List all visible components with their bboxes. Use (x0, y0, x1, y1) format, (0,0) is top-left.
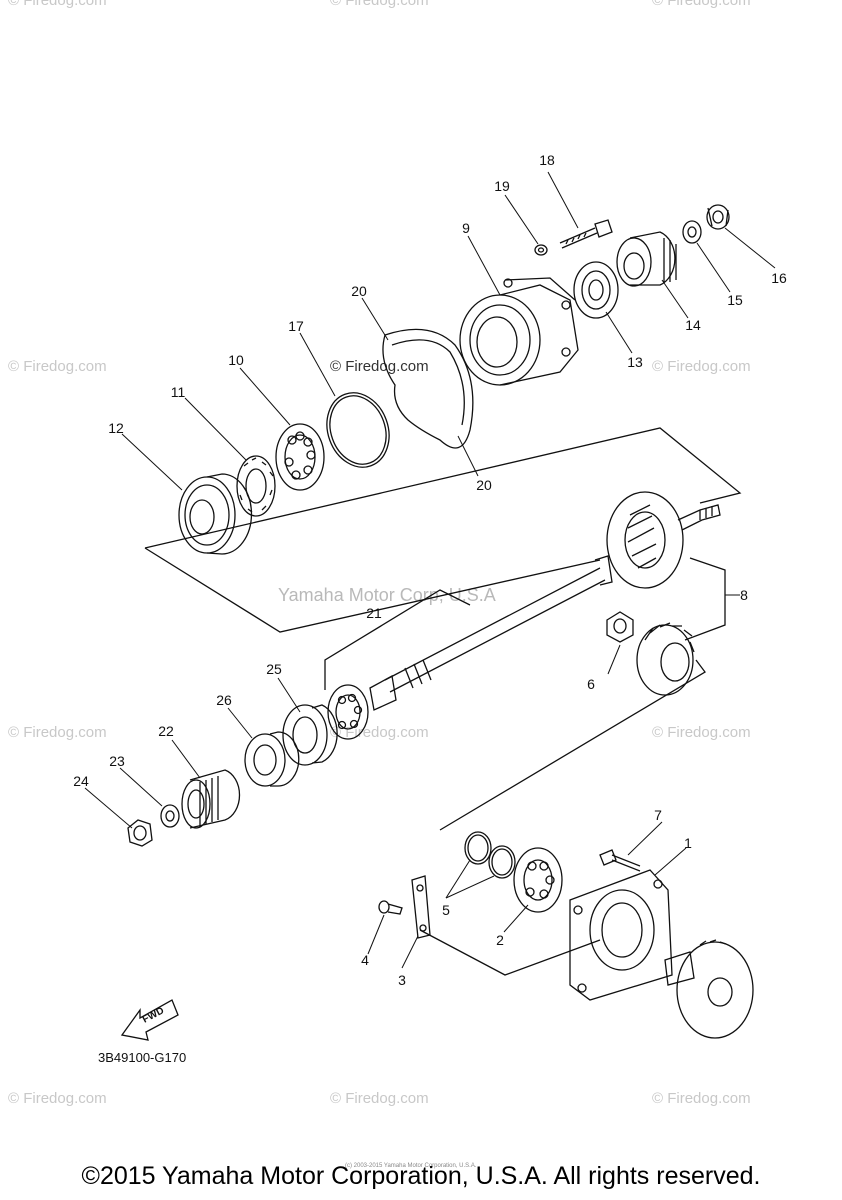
callout-20: 20 (351, 283, 367, 299)
part-10-ball-bearing (275, 423, 325, 491)
group-outline-lower (439, 659, 706, 831)
part-14-coupling (616, 231, 677, 287)
leader-lines (84, 171, 776, 969)
group-outline-lower (419, 929, 601, 976)
callout-12: 12 (108, 420, 124, 436)
part-8-bevel-gear-upper (606, 491, 721, 589)
callout-14: 14 (685, 317, 701, 333)
watermark: © Firedog.com (330, 0, 429, 9)
callout-7: 7 (654, 807, 662, 823)
watermark: © Firedog.com (8, 0, 107, 9)
part-22-needle-bearing (181, 769, 241, 829)
copyright-footer: ©2015 Yamaha Motor Corporation, U.S.A. A… (81, 1162, 761, 1190)
callout-25: 25 (266, 661, 282, 677)
part-16-nut (706, 204, 730, 230)
callout-20: 20 (476, 477, 492, 493)
watermark: © Firedog.com (330, 724, 429, 741)
callout-21: 21 (366, 605, 382, 621)
callout-26: 26 (216, 692, 232, 708)
part-18-bolt (559, 219, 613, 249)
part-2-bearing (513, 847, 563, 913)
part-3-bracket (411, 875, 431, 939)
part-5-shims (464, 831, 516, 879)
callout-19: 19 (494, 178, 510, 194)
part-shaft-bearing (327, 684, 369, 740)
callout-8: 8 (740, 587, 748, 603)
group-outline-upper (144, 547, 601, 633)
watermark: © Firedog.com (652, 0, 751, 9)
part-15-washer (682, 220, 702, 244)
part-7-bolt (599, 849, 641, 872)
part-26-oil-seal (244, 731, 300, 787)
callout-24: 24 (73, 773, 89, 789)
part-24-nut (127, 819, 153, 847)
callout-6: 6 (587, 676, 595, 692)
watermark: © Firedog.com (652, 1090, 751, 1107)
callout-16: 16 (771, 270, 787, 286)
group-outline-shaft (324, 589, 471, 690)
watermark: © Firedog.com (652, 358, 751, 375)
callout-10: 10 (228, 352, 244, 368)
part-12-bearing (178, 473, 253, 555)
callout-2: 2 (496, 932, 504, 948)
callout-17: 17 (288, 318, 304, 334)
callout-5: 5 (442, 902, 450, 918)
part-17-o-ring (326, 392, 390, 468)
callout-22: 22 (158, 723, 174, 739)
callout-13: 13 (627, 354, 643, 370)
part-25-spline-ring (282, 704, 338, 766)
callout-11: 11 (170, 384, 186, 400)
callout-23: 23 (109, 753, 125, 769)
part-9-housing (459, 277, 579, 386)
part-4-screw (378, 900, 403, 915)
callout-3: 3 (398, 972, 406, 988)
watermark: © Firedog.com (8, 724, 107, 741)
part-23-washer (160, 804, 180, 828)
footer-micro: (c) 2003-2015 Yamaha Motor Corporation, … (345, 1163, 477, 1169)
callout-15: 15 (727, 292, 743, 308)
watermark: © Firedog.com (652, 724, 751, 741)
callout-18: 18 (539, 152, 555, 168)
callout-bracket-8 (684, 557, 726, 641)
callout-1: 1 (684, 835, 692, 851)
part-8-bevel-gear-lower (636, 622, 695, 696)
part-20-gasket (382, 328, 474, 449)
part-13-bearing (573, 261, 619, 319)
watermark: © Firedog.com (8, 1090, 107, 1107)
fwd-arrow-icon (120, 999, 179, 1041)
part-1-gear-housing (569, 869, 754, 1039)
callout-4: 4 (361, 952, 369, 968)
part-19-washer (534, 244, 548, 256)
watermark: © Firedog.com (330, 358, 429, 375)
group-outline-upper (144, 427, 742, 549)
watermark: © Firedog.com (330, 1090, 429, 1107)
part-code: 3B49100-G170 (98, 1050, 187, 1065)
callout-9: 9 (462, 220, 470, 236)
part-11-spline-ring (236, 455, 276, 517)
watermark: © Firedog.com (8, 358, 107, 375)
part-21-drive-shaft (369, 555, 613, 711)
part-6-nut (606, 611, 634, 643)
